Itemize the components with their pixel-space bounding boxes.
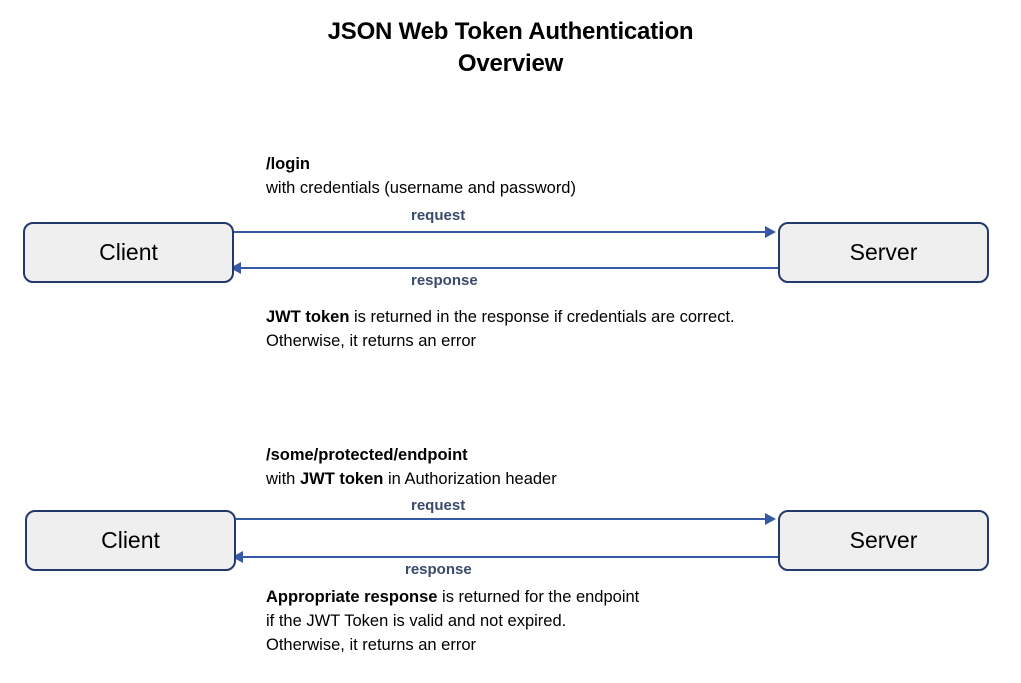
protected-response-line-3: Otherwise, it returns an error <box>266 633 639 657</box>
response-label-2: response <box>405 561 472 578</box>
login-response-line-1: JWT token is returned in the response if… <box>266 305 735 329</box>
protected-response-text-1: is returned for the endpoint <box>437 588 640 606</box>
protected-header-pre: with <box>266 470 300 488</box>
server-node-1-label: Server <box>849 239 918 265</box>
request-label-2: request <box>411 497 466 514</box>
response-arrow-line-2 <box>240 556 779 558</box>
server-node-2-label: Server <box>849 527 918 553</box>
protected-response-line-1: Appropriate response is returned for the… <box>266 585 639 609</box>
appropriate-response-emphasis: Appropriate response <box>266 588 438 606</box>
response-arrow-head-2 <box>232 551 243 563</box>
request-arrow-head-2 <box>765 513 776 525</box>
login-response-note: JWT token is returned in the response if… <box>266 305 735 353</box>
login-endpoint-path: /login <box>266 155 310 173</box>
login-response-text-1: is returned in the response if credentia… <box>349 308 735 326</box>
title-line-1: JSON Web Token Authentication <box>327 18 694 45</box>
client-node-1[interactable]: Client <box>23 222 234 283</box>
server-node-1[interactable]: Server <box>778 222 989 283</box>
client-node-2[interactable]: Client <box>25 510 236 571</box>
protected-response-line-2: if the JWT Token is valid and not expire… <box>266 609 639 633</box>
response-arrow-head-1 <box>230 262 241 274</box>
client-node-2-label: Client <box>101 527 160 553</box>
login-credentials-line: with credentials (username and password) <box>266 176 576 200</box>
title-line-2: Overview <box>457 50 564 77</box>
response-arrow-line-1 <box>238 267 779 269</box>
protected-endpoint-path: /some/protected/endpoint <box>266 446 468 464</box>
request-arrow-line-1 <box>234 231 767 233</box>
protected-response-note: Appropriate response is returned for the… <box>266 585 639 657</box>
server-node-2[interactable]: Server <box>778 510 989 571</box>
response-label-1: response <box>411 272 478 289</box>
login-endpoint-line: /login <box>266 152 576 176</box>
protected-header-post: in Authorization header <box>383 470 557 488</box>
protected-response-text-3: Otherwise, it returns an error <box>266 636 476 654</box>
login-response-line-2: Otherwise, it returns an error <box>266 329 735 353</box>
protected-endpoint-line: /some/protected/endpoint <box>266 443 557 467</box>
jwt-token-emphasis-2: JWT token <box>299 470 384 488</box>
request-arrow-line-2 <box>236 518 767 520</box>
protected-response-text-2: if the JWT Token is valid and not expire… <box>266 612 567 630</box>
protected-request-note: /some/protected/endpoint with JWT token … <box>266 443 557 491</box>
page-title: JSON Web Token Authentication Overview <box>0 16 1021 80</box>
login-request-note: /login with credentials (username and pa… <box>266 152 576 200</box>
request-label-1: request <box>411 207 466 224</box>
request-arrow-head-1 <box>765 226 776 238</box>
login-credentials-text: with credentials (username and password) <box>266 179 576 197</box>
jwt-token-emphasis-1: JWT token <box>266 308 350 326</box>
protected-header-line: with JWT token in Authorization header <box>266 467 557 491</box>
login-response-text-2: Otherwise, it returns an error <box>266 332 476 350</box>
client-node-1-label: Client <box>99 239 158 265</box>
